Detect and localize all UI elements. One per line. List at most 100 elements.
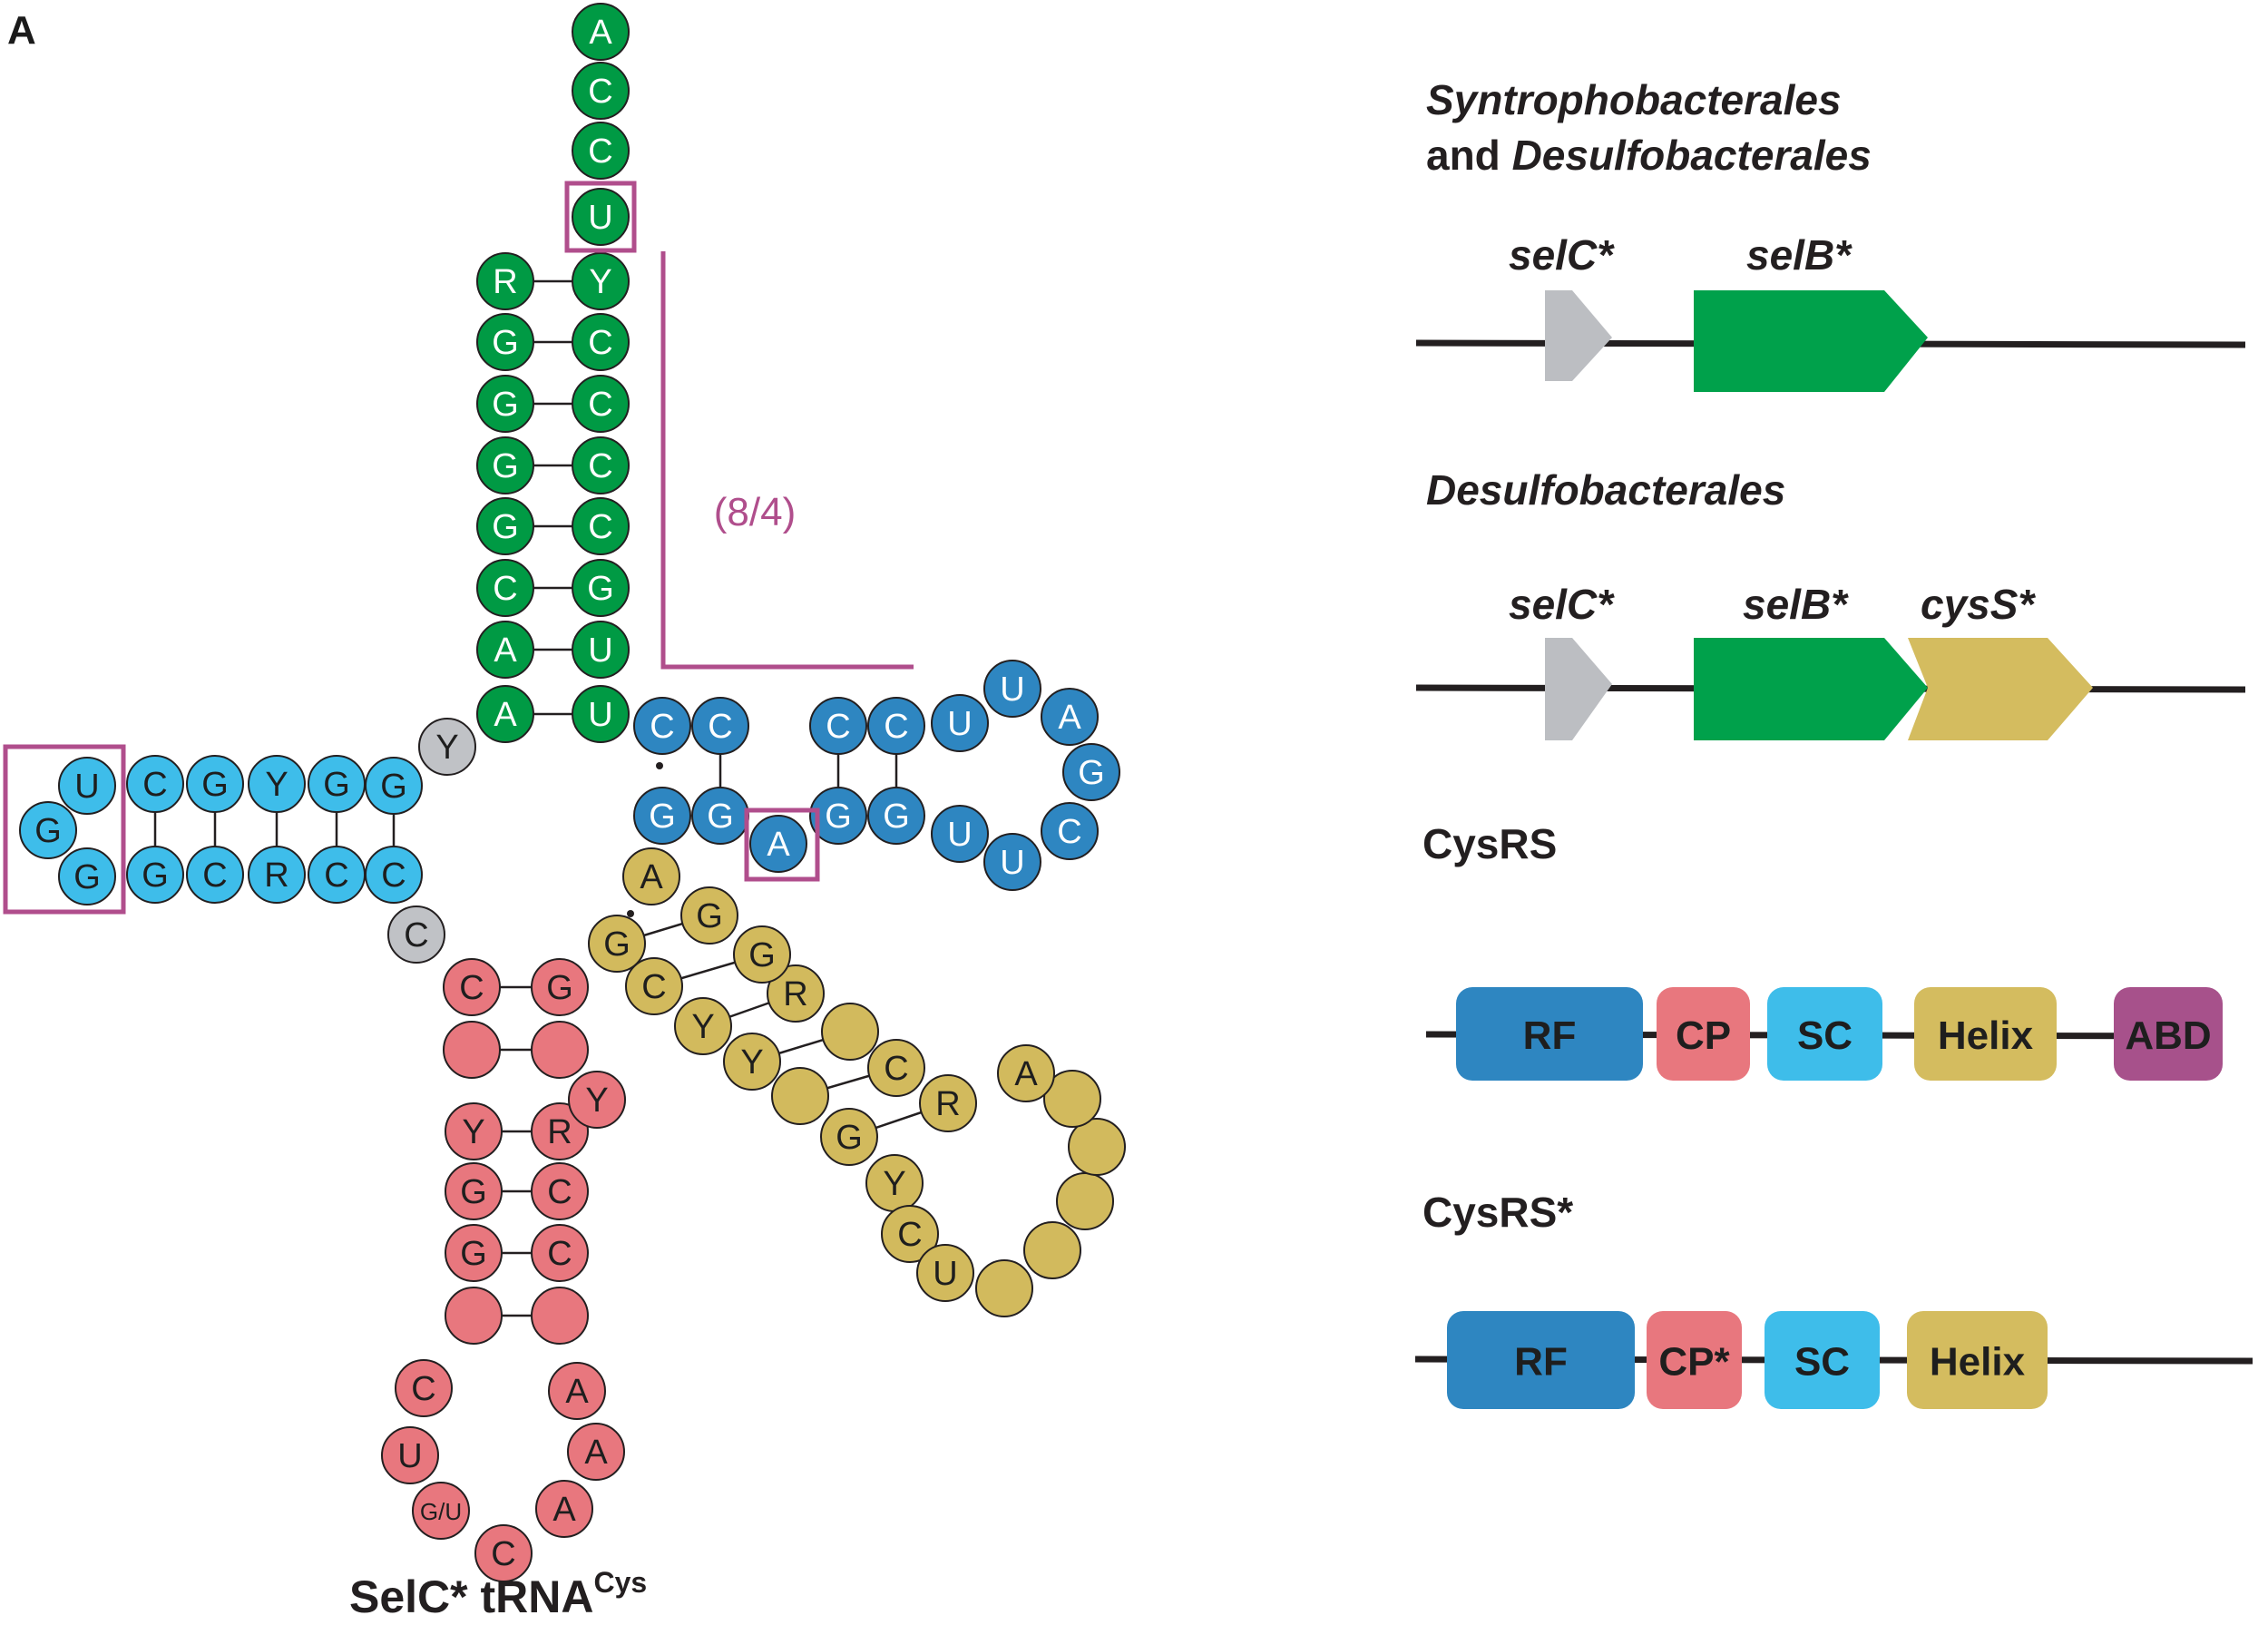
d-loop-nt-letter: G [34, 812, 62, 850]
acceptor-length-annotation: (8/4) [714, 490, 796, 534]
t-loop-nt-letter: U [947, 705, 972, 743]
variable-arm-nt: R [767, 964, 825, 1023]
acceptor-right-nt-letter: Y [589, 263, 611, 301]
domain-box-cp [1657, 987, 1750, 1081]
d-arm-bottom-nt: C [186, 846, 244, 904]
acceptor-left-nt: G [476, 313, 534, 371]
variable-arm-nt: U [916, 1244, 974, 1302]
d-arm-bottom-nt-letter: C [381, 857, 406, 895]
t-loop-nt: G [1062, 743, 1120, 801]
acceptor-length-bracket [660, 251, 914, 670]
acceptor-right-nt: U [572, 621, 630, 679]
acceptor-right-nt: C [572, 497, 630, 555]
operon2-selc-label: selC* [1509, 581, 1615, 628]
operon2-cyss-label: cysS* [1921, 581, 2036, 628]
t-loop-nt: C [1041, 802, 1099, 860]
anticodon-loop-nt: A [567, 1423, 625, 1481]
variable-arm-nt-letter: Y [740, 1043, 763, 1082]
acceptor-left-nt: A [476, 621, 534, 679]
acceptor-left-nt: A [476, 685, 534, 743]
variable-arm-nt [975, 1259, 1033, 1317]
variable-arm-nt-letter: G [603, 925, 631, 964]
operon2-cyss-gene [1908, 638, 2093, 740]
t-loop-nt-letter: A [1058, 699, 1081, 737]
t-loop-nt-letter: U [1000, 844, 1024, 882]
t-loop-nt: C [809, 697, 867, 755]
variable-arm-nt: G [680, 886, 738, 945]
variable-arm-nt: G [733, 925, 791, 984]
cysrs-title: CysRS [1422, 820, 1557, 867]
variable-arm-nt: A [622, 847, 680, 905]
acceptor-left-nt: G [476, 436, 534, 494]
acceptor-left-nt-letter: A [494, 696, 517, 734]
anticodon-stem-left-nt-letter: Y [462, 1113, 484, 1151]
connector-nt-bottom-letter: C [404, 916, 428, 954]
domain-label-sc: SC [1794, 1340, 1850, 1385]
anticodon-stem-left-nt-letter: G [460, 1235, 487, 1273]
acceptor-right-nt-letter: C [588, 386, 612, 424]
variable-arm-nt-letter: U [933, 1255, 957, 1293]
anticodon-loop-nt: C [395, 1359, 453, 1417]
anticodon-stem-right-nt [531, 1287, 589, 1345]
anticodon-loop-nt: U [381, 1426, 439, 1484]
acceptor-right-nt-letter: C [588, 324, 612, 362]
acceptor-tail-nt: U [572, 188, 630, 246]
d-loop-nt: G [19, 801, 77, 859]
anticodon-loop-nt-letter: G/U [420, 1498, 462, 1525]
t-loop-nt-letter: C [1057, 813, 1081, 851]
t-loop-nt: A [1041, 688, 1099, 746]
acceptor-right-nt-letter: C [588, 447, 612, 485]
anticodon-loop-nt: A [548, 1362, 606, 1420]
d-arm-top-nt-letter: G [380, 768, 407, 806]
variable-arm-nt [1068, 1118, 1126, 1176]
domain-label-cp-star: CP* [1658, 1340, 1730, 1385]
acceptor-right-nt-letter: U [588, 631, 612, 670]
acceptor-tail-nt-letter: U [588, 199, 612, 237]
acceptor-right-nt: C [572, 313, 630, 371]
d-arm-bottom-nt-letter: G [73, 858, 101, 896]
acceptor-tail-nt-letter: C [588, 73, 612, 111]
t-stem-bottom-nt: A [749, 815, 807, 873]
variable-arm-nt: C [625, 957, 683, 1015]
variable-arm-nt-letter: G [836, 1119, 863, 1157]
anticodon-stem-right-nt-letter: C [547, 1173, 572, 1211]
d-arm-bottom-nt: C [365, 846, 423, 904]
t-stem-top-nt: C [691, 697, 749, 755]
variable-arm-nt: Y [674, 997, 732, 1055]
d-arm-bottom-nt-letter: C [324, 857, 348, 895]
d-arm-top-nt: U [58, 757, 116, 815]
variable-arm-nt-letter: A [640, 858, 663, 896]
anticodon-loop-nt: A [535, 1480, 593, 1538]
trna-caption: SelC* tRNACys [349, 1566, 647, 1622]
highlight-box-d-loop [3, 744, 126, 915]
operon2-selc-gene [1545, 638, 1612, 740]
acceptor-tail-nt: A [572, 3, 630, 61]
group2-title: Desulfobacterales [1426, 466, 1785, 514]
d-arm-bottom-nt: G [58, 847, 116, 905]
t-stem-bottom-nt-letter: G [707, 798, 734, 836]
acceptor-tail-nt: C [572, 122, 630, 180]
anticodon-loop-nt-letter: C [411, 1370, 435, 1408]
domain-box-abd [2114, 987, 2223, 1081]
d-arm-bottom-nt: G [126, 846, 184, 904]
acceptor-right-nt: C [572, 436, 630, 494]
acceptor-right-nt: G [572, 559, 630, 617]
d-arm-top-nt: G [365, 757, 423, 815]
anticodon-stem-right-nt: G [531, 958, 589, 1016]
d-arm-top-nt: Y [248, 755, 306, 813]
anticodon-loop-nt-letter: A [552, 1491, 576, 1529]
operon2-selb-label: selB* [1743, 581, 1849, 628]
anticodon-loop-nt-letter: U [397, 1437, 422, 1475]
acceptor-right-nt: Y [572, 252, 630, 310]
t-loop-nt-letter: G [825, 798, 852, 836]
highlight-box-acceptor-u [564, 181, 637, 253]
t-loop-nt: C [867, 697, 925, 755]
d-arm-top-nt-letter: G [323, 766, 350, 804]
anticodon-stem-left-nt [445, 1287, 503, 1345]
connector-nt-bottom: C [387, 905, 445, 964]
variable-arm-nt [821, 1003, 879, 1061]
domain-label-helix: Helix [1938, 1013, 2034, 1058]
variable-arm-nt-letter: R [783, 975, 807, 1013]
